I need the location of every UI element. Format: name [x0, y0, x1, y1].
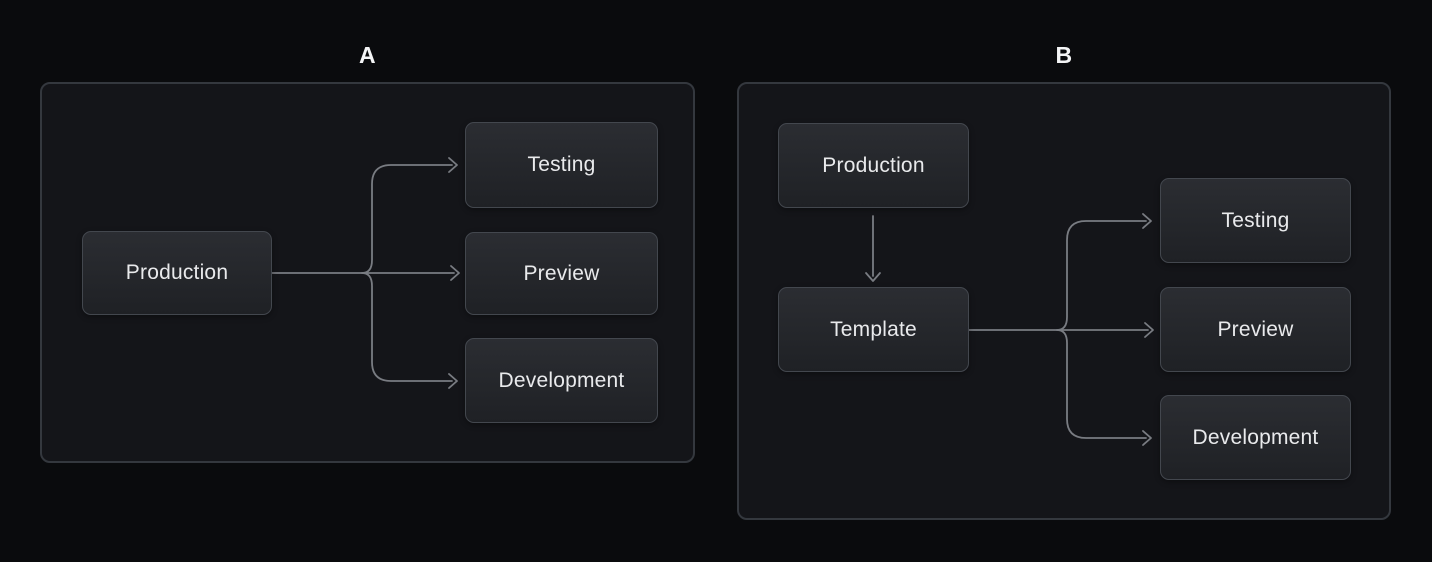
diagram-b-node-testing: Testing — [1160, 178, 1351, 263]
node-label: Development — [498, 368, 625, 392]
arrowhead-template-icon — [865, 272, 881, 282]
arrowhead-development-icon — [1142, 430, 1152, 446]
node-label: Development — [1192, 425, 1319, 449]
diagram-b-node-template: Template — [778, 287, 969, 372]
node-label: Production — [822, 153, 925, 177]
arrow-template-to-testing — [1056, 220, 1147, 331]
arrow-production-to-development — [361, 272, 453, 382]
arrowhead-testing-icon — [1142, 213, 1152, 229]
diagram-b-label: B — [1055, 42, 1073, 68]
arrowhead-testing-icon — [448, 157, 458, 173]
node-label: Production — [125, 261, 229, 284]
diagram-a-label: A — [358, 42, 377, 68]
node-label: Preview — [523, 261, 600, 285]
diagram-a-node-preview: Preview — [465, 232, 658, 315]
diagram-b-panel: Production Template Testing Preview Deve… — [737, 82, 1391, 520]
node-label: Template — [830, 317, 917, 341]
arrowhead-preview-icon — [450, 265, 460, 281]
diagram-a-node-production: Production — [82, 231, 272, 315]
arrow-template-to-development — [1056, 329, 1147, 439]
node-label: Testing — [1221, 208, 1290, 232]
diagram-b-node-development: Development — [1160, 395, 1351, 480]
diagram-b-node-preview: Preview — [1160, 287, 1351, 372]
node-label: Testing — [527, 153, 596, 176]
diagram-b-node-production: Production — [778, 123, 969, 208]
arrowhead-preview-icon — [1144, 322, 1154, 338]
node-label: Preview — [1217, 317, 1294, 341]
diagram-a-node-testing: Testing — [465, 122, 658, 208]
arrow-production-to-testing — [361, 164, 453, 274]
diagram-a-node-development: Development — [465, 338, 658, 423]
arrowhead-development-icon — [448, 373, 458, 389]
diagram-a-panel: Production Testing Preview Development — [40, 82, 695, 463]
